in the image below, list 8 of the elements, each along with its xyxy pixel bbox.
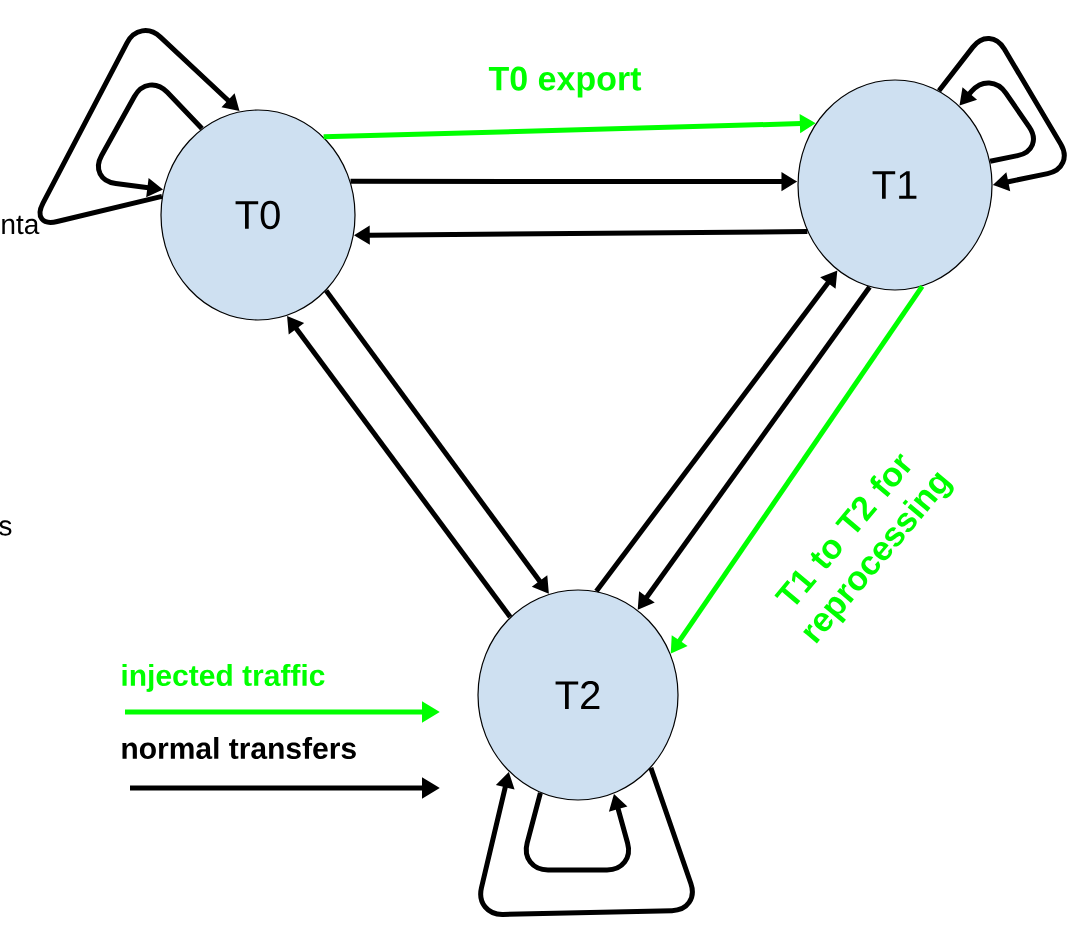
- text-fragment: nta: [2, 215, 40, 235]
- edge-label: T0 export: [488, 66, 642, 98]
- loop-arrow: [937, 36, 1067, 192]
- loop-arrow: [523, 792, 631, 873]
- legend-label: injected traffic: [122, 664, 325, 692]
- text-fragment: s: [0, 520, 12, 536]
- legend-label: normal transfers: [122, 737, 356, 759]
- loop-arrow: [478, 767, 695, 917]
